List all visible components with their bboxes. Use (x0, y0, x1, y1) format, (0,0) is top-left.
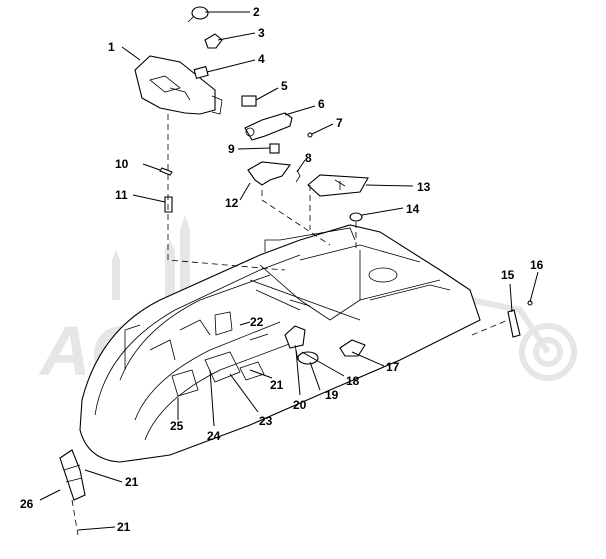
callout-labels: 1 2 3 4 5 6 7 8 9 10 11 12 13 14 15 16 1… (20, 5, 544, 534)
spring-part (164, 196, 173, 213)
washer-part (297, 351, 319, 365)
pad-part (339, 339, 366, 357)
access-cover (307, 174, 369, 197)
callout-21-mid: 21 (125, 475, 139, 489)
screw-part (307, 132, 313, 138)
leader-lines (39, 11, 539, 531)
callout-9: 9 (228, 142, 235, 156)
callout-1: 1 (108, 40, 115, 54)
latch-part (507, 309, 521, 338)
callout-3: 3 (258, 26, 265, 40)
callout-22: 22 (250, 315, 264, 329)
plate-part (241, 95, 257, 107)
headlight-housing (134, 55, 223, 115)
callout-15: 15 (501, 268, 515, 282)
bolt-part (159, 167, 173, 176)
callout-6: 6 (318, 97, 325, 111)
callout-14: 14 (406, 202, 420, 216)
callout-16: 16 (530, 258, 544, 272)
lower-bracket (247, 161, 292, 186)
callout-4: 4 (258, 52, 265, 66)
callout-2: 2 (253, 5, 260, 19)
callout-7: 7 (336, 116, 343, 130)
callout-17: 17 (386, 360, 400, 374)
callout-24: 24 (207, 429, 221, 443)
callout-8: 8 (305, 151, 312, 165)
bulb-part (187, 6, 209, 23)
callout-25: 25 (170, 419, 184, 433)
latch-plate-part (284, 325, 306, 349)
callout-13: 13 (417, 180, 431, 194)
clip-part (193, 65, 209, 80)
callout-23: 23 (259, 414, 273, 428)
callout-20: 20 (293, 398, 307, 412)
mount-bracket (244, 112, 293, 141)
hood-body (79, 224, 481, 463)
callout-10: 10 (115, 157, 129, 171)
callout-5: 5 (281, 79, 288, 93)
grommet-part (349, 212, 363, 222)
spring-clip-part (295, 169, 301, 183)
callout-11: 11 (115, 188, 128, 202)
front-bracket (59, 449, 86, 501)
callout-12: 12 (225, 196, 239, 210)
callout-18: 18 (346, 374, 360, 388)
nut-part (269, 143, 280, 154)
socket-part (204, 33, 223, 49)
callout-21-lower: 21 (117, 520, 131, 534)
callout-19: 19 (325, 388, 339, 402)
callout-26: 26 (20, 497, 34, 511)
alignment-lines (71, 114, 509, 536)
callout-21-upper: 21 (270, 378, 284, 392)
